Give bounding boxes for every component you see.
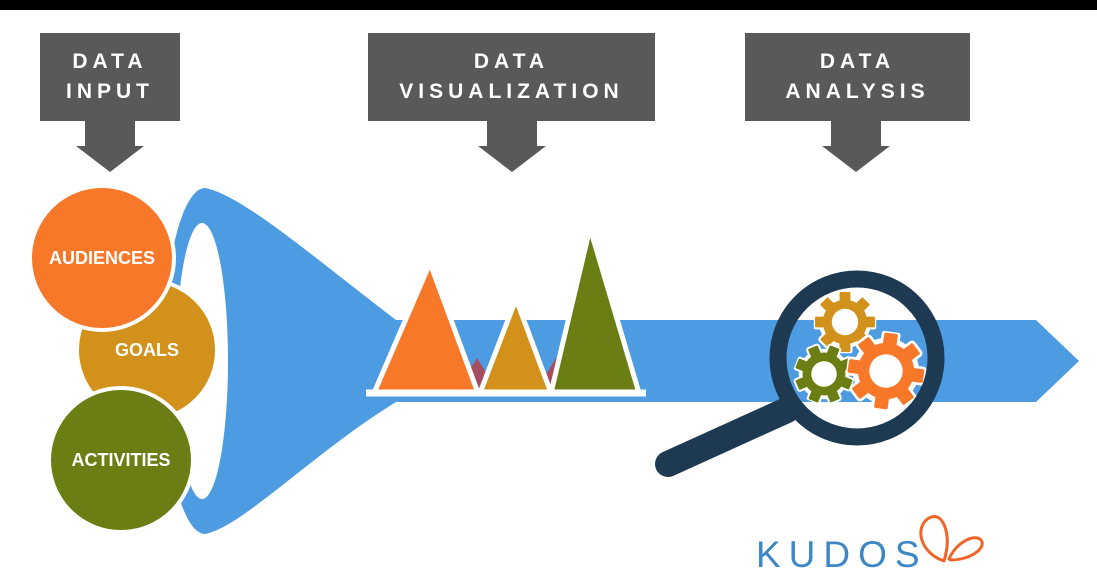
magnifier-handle xyxy=(655,397,800,477)
input-circle-label: ACTIVITIES xyxy=(71,449,171,470)
magnifier-icon xyxy=(655,270,945,477)
magnifier-lens xyxy=(769,270,945,446)
stage-label-line: VISUALIZATION xyxy=(399,80,624,103)
down-arrow-icon xyxy=(822,121,890,172)
stage-box-data-analysis: DATA ANALYSIS xyxy=(745,33,970,121)
input-circle-activities: ACTIVITIES xyxy=(47,386,195,534)
top-bar xyxy=(0,0,1097,10)
stage-label-line: DATA xyxy=(473,49,550,73)
stage-label-line: INPUT xyxy=(66,80,154,103)
kudos-logo-wordmark: KUDOS xyxy=(756,534,928,575)
butterfly-icon xyxy=(919,515,984,563)
mountain-olive xyxy=(547,218,643,396)
stage-label-line: ANALYSIS xyxy=(785,80,930,103)
stage-label-line: DATA xyxy=(72,49,148,73)
stage-box-data-visualization: DATA VISUALIZATION xyxy=(368,33,655,121)
down-arrow-icon xyxy=(478,121,546,172)
down-arrow-icon xyxy=(76,121,144,172)
input-circle-label: GOALS xyxy=(114,339,179,360)
input-circle-audiences: AUDIENCES xyxy=(28,184,176,332)
input-circle-label: AUDIENCES xyxy=(48,247,155,268)
stage-box-data-input: DATA INPUT xyxy=(40,33,180,121)
mountain-chart xyxy=(366,218,646,397)
stage-label-line: DATA xyxy=(819,49,896,73)
